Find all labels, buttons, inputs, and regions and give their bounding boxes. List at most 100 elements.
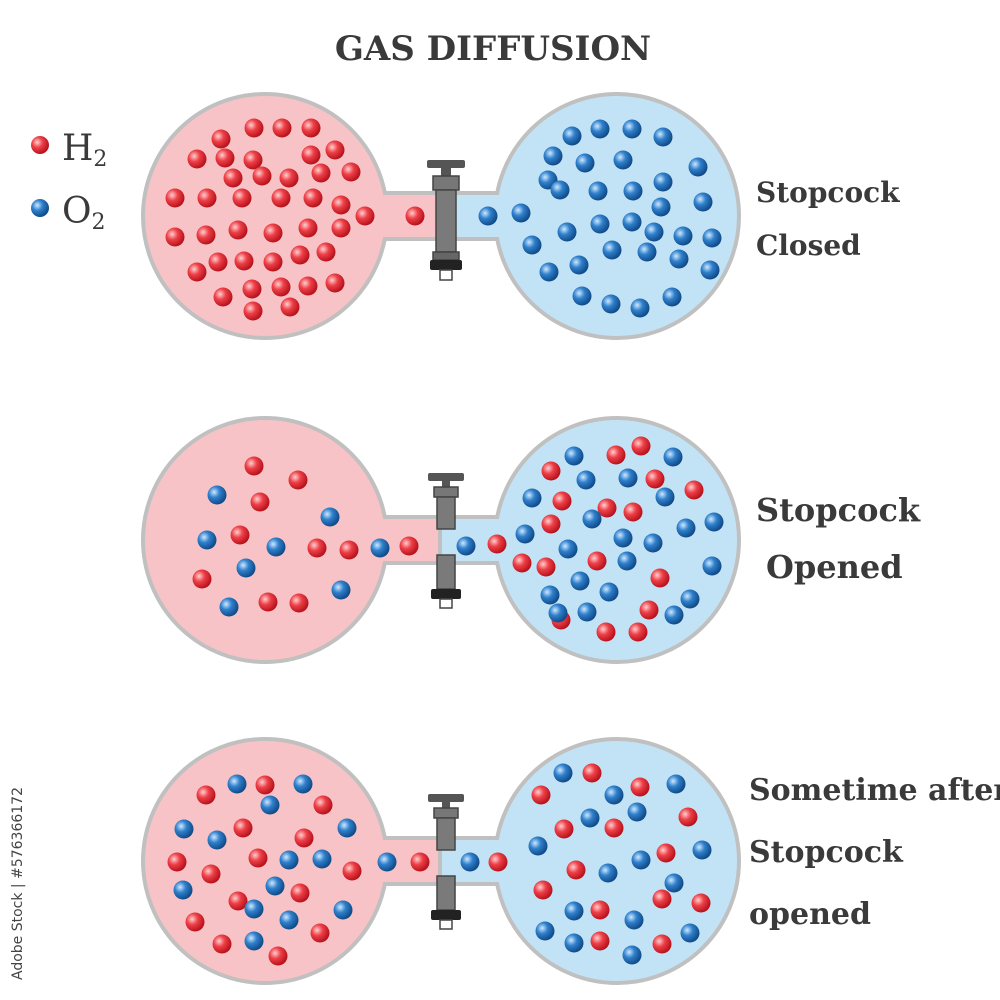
o2-molecule	[260, 795, 280, 815]
o2-molecule	[320, 507, 340, 527]
o2-molecule	[570, 571, 590, 591]
o2-molecule	[265, 876, 285, 896]
h2-molecule	[512, 553, 532, 573]
right-flask	[493, 737, 741, 985]
h2-molecule	[252, 166, 272, 186]
stopcock-handle	[428, 794, 464, 802]
h2-molecule	[243, 150, 263, 170]
h2-molecule	[307, 538, 327, 558]
o2-molecule	[604, 785, 624, 805]
o2-molecule	[590, 214, 610, 234]
panel-1-label-line-1: Stopcock	[756, 176, 900, 209]
h2-molecule	[310, 923, 330, 943]
o2-molecule	[644, 222, 664, 242]
stopcock-open	[428, 794, 464, 930]
h2-molecule	[487, 534, 507, 554]
o2-molecule	[653, 127, 673, 147]
o2-molecule	[572, 286, 592, 306]
h2-molecule	[554, 819, 574, 839]
h2-molecule	[242, 279, 262, 299]
h2-molecule	[201, 864, 221, 884]
h2-molecule	[212, 934, 232, 954]
h2-molecule	[223, 168, 243, 188]
o2-molecule	[702, 556, 722, 576]
o2-molecule	[543, 146, 563, 166]
h2-molecule	[167, 852, 187, 872]
stopcock-stem	[442, 802, 450, 808]
h2-molecule	[355, 206, 375, 226]
legend-h2-label: H2	[62, 128, 107, 172]
o2-molecule	[515, 524, 535, 544]
stopcock-collar	[432, 251, 460, 261]
h2-molecule	[263, 252, 283, 272]
legend-h2-swatch	[31, 136, 49, 154]
o2-molecule	[562, 126, 582, 146]
stopcock-top-body	[432, 175, 460, 191]
o2-molecule	[460, 852, 480, 872]
h2-molecule	[301, 118, 321, 138]
panel-3-label-line-3: opened	[749, 897, 871, 932]
h2-molecule	[325, 273, 345, 293]
h2-molecule	[331, 195, 351, 215]
h2-molecule	[313, 795, 333, 815]
o2-molecule	[293, 774, 313, 794]
h2-molecule	[582, 763, 602, 783]
h2-molecule	[228, 220, 248, 240]
h2-molecule	[596, 622, 616, 642]
h2-molecule	[290, 883, 310, 903]
o2-molecule	[669, 249, 689, 269]
o2-molecule	[692, 840, 712, 860]
panel-1-label-line-2: Closed	[756, 229, 861, 262]
o2-molecule	[279, 910, 299, 930]
o2-molecule	[528, 836, 548, 856]
panel-3-label-line-1: Sometime after	[749, 773, 1000, 808]
h2-molecule	[244, 456, 264, 476]
h2-molecule	[271, 188, 291, 208]
h2-molecule	[187, 262, 207, 282]
h2-molecule	[316, 242, 336, 262]
h2-molecule	[639, 600, 659, 620]
stopcock-tip	[439, 598, 453, 609]
h2-molecule	[541, 514, 561, 534]
o2-molecule	[522, 235, 542, 255]
h2-molecule	[272, 118, 292, 138]
h2-molecule	[652, 934, 672, 954]
stopcock-lower-barrel	[436, 875, 456, 911]
o2-molecule	[599, 582, 619, 602]
stock-watermark: Adobe Stock | #576366172	[10, 787, 26, 980]
h2-molecule	[341, 162, 361, 182]
o2-molecule	[693, 192, 713, 212]
h2-molecule	[552, 491, 572, 511]
o2-molecule	[244, 899, 264, 919]
h2-molecule	[263, 223, 283, 243]
stopcock-stem	[442, 481, 450, 487]
panels-layer	[141, 92, 741, 985]
o2-molecule	[664, 873, 684, 893]
h2-molecule	[339, 540, 359, 560]
h2-molecule	[630, 777, 650, 797]
o2-molecule	[666, 774, 686, 794]
h2-molecule	[325, 140, 345, 160]
o2-molecule	[618, 468, 638, 488]
o2-molecule	[688, 157, 708, 177]
o2-molecule	[576, 470, 596, 490]
o2-molecule	[598, 863, 618, 883]
o2-molecule	[207, 830, 227, 850]
h2-molecule	[255, 775, 275, 795]
h2-molecule	[488, 852, 508, 872]
o2-molecule	[377, 852, 397, 872]
o2-molecule	[207, 485, 227, 505]
o2-molecule	[197, 530, 217, 550]
h2-molecule	[289, 593, 309, 613]
h2-molecule	[652, 889, 672, 909]
h2-molecule	[228, 891, 248, 911]
o2-molecule	[550, 180, 570, 200]
o2-molecule	[630, 298, 650, 318]
stopcock-handle	[427, 160, 465, 168]
o2-molecule	[564, 901, 584, 921]
o2-molecule	[588, 181, 608, 201]
h2-molecule	[628, 622, 648, 642]
o2-molecule	[569, 255, 589, 275]
h2-molecule	[645, 469, 665, 489]
